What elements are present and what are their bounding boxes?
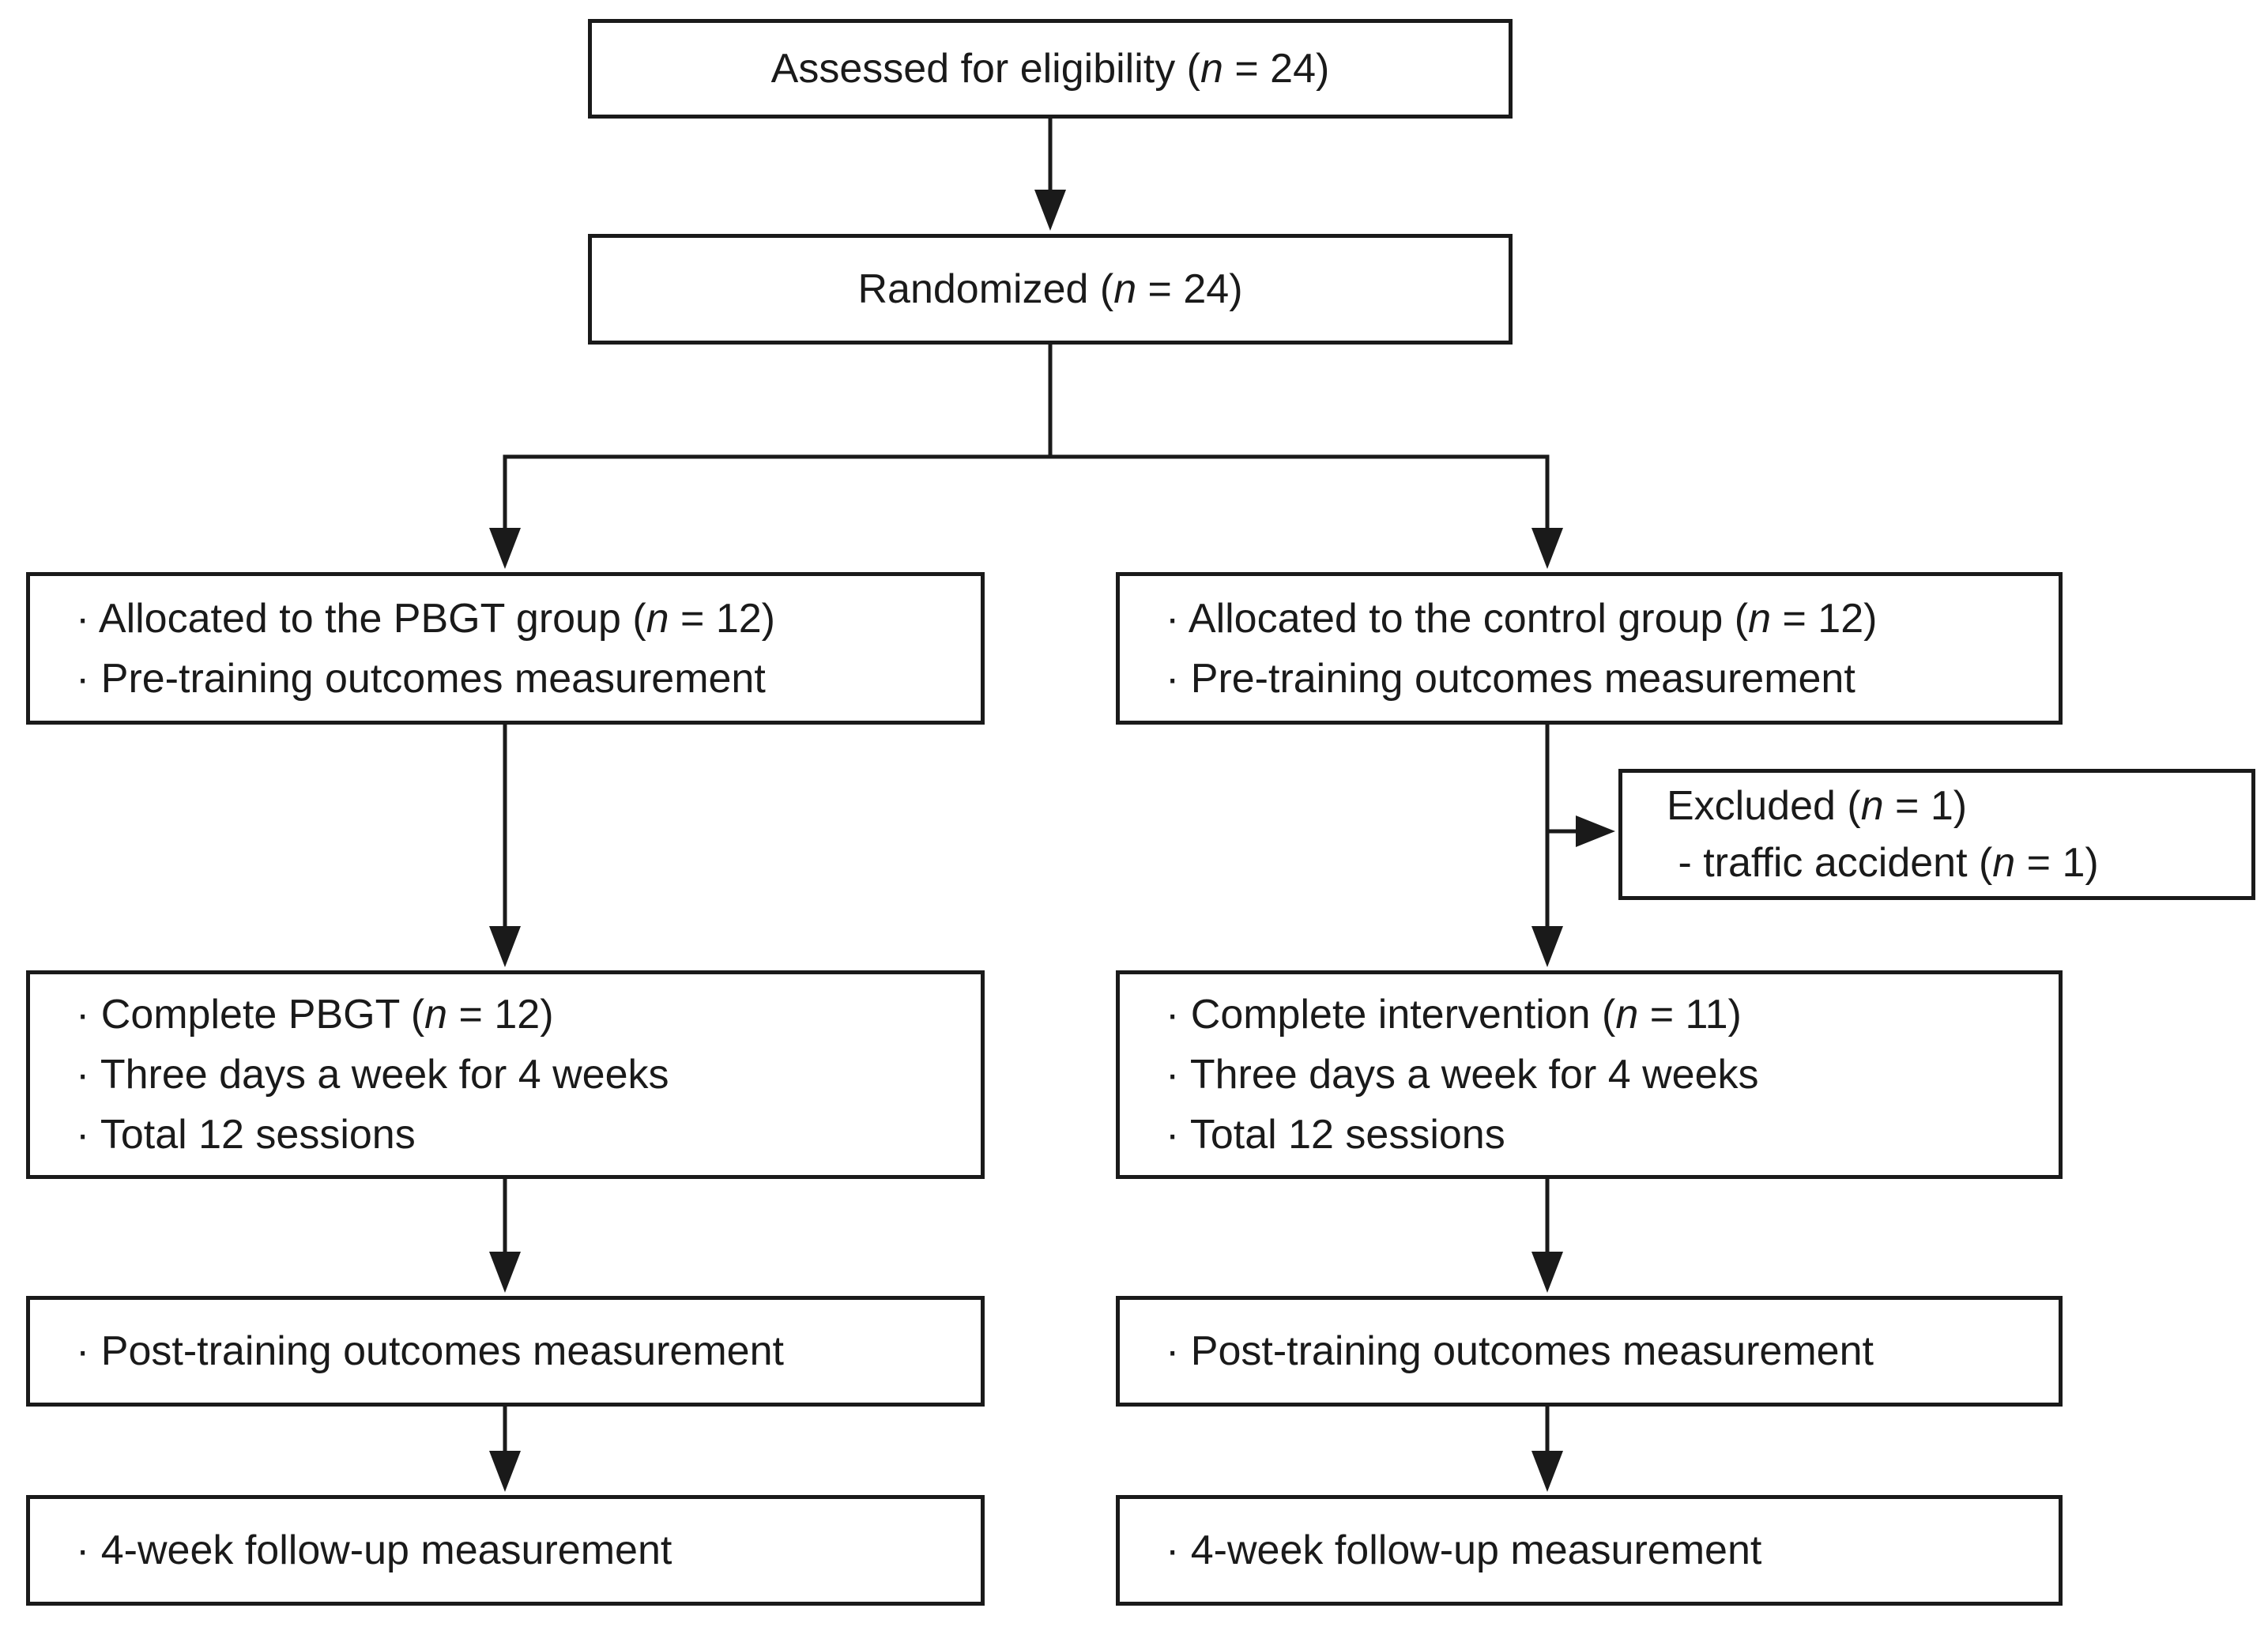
text-line: · Total 12 sessions [76,1112,416,1158]
text-line: · Complete PBGT (n = 12) [76,992,554,1038]
arrowhead-icon [1531,1252,1563,1293]
text-line: · Allocated to the PBGT group (n = 12) [76,595,775,642]
box-post-training-pbgt: · Post-training outcomes measurement [26,1296,985,1407]
box-complete-intervention: · Complete intervention (n = 11) · Three… [1116,970,2063,1179]
arrow-post-to-followup-control [1531,1404,1563,1492]
box-post-training-control: · Post-training outcomes measurement [1116,1296,2063,1407]
text-line: · 4-week follow-up measurement [76,1527,672,1573]
arrowhead-icon [489,528,521,569]
box-allocated-control-group: · Allocated to the control group (n = 12… [1116,572,2063,725]
box-excluded: Excluded (n = 1) - traffic accident (n =… [1618,769,2255,900]
text-line: - traffic accident (n = 1) [1667,840,2099,886]
arrow-alloc-to-complete-control [1531,722,1563,967]
text-line: · Three days a week for 4 weeks [1166,1052,1759,1098]
box-allocated-pbgt-group: · Allocated to the PBGT group (n = 12) ·… [26,572,985,725]
arrow-complete-to-post-control [1531,1177,1563,1293]
arrowhead-icon [1531,528,1563,569]
text-line: Excluded (n = 1) [1667,783,1968,829]
text-line: · Total 12 sessions [1166,1112,1505,1158]
text-line: · Three days a week for 4 weeks [76,1052,669,1098]
text-line: · Allocated to the control group (n = 12… [1166,595,1878,642]
arrow-alloc-to-complete-pbgt [489,722,521,967]
box-followup-control: · 4-week follow-up measurement [1116,1495,2063,1606]
arrowhead-icon [489,1451,521,1492]
arrow-randomized-branch [489,342,1563,569]
text-line: · Complete intervention (n = 11) [1166,992,1742,1038]
arrow-post-to-followup-pbgt [489,1404,521,1492]
text-line: · Pre-training outcomes measurement [1166,655,1855,702]
text-line: · Post-training outcomes measurement [76,1328,784,1374]
arrowhead-icon [1576,815,1615,847]
box-randomized: Randomized (n = 24) [588,234,1513,345]
arrow-assessed-to-randomized [1034,116,1066,231]
arrowhead-icon [1531,1451,1563,1492]
arrow-to-excluded [1545,815,1615,847]
arrow-complete-to-post-pbgt [489,1177,521,1293]
box-followup-pbgt: · 4-week follow-up measurement [26,1495,985,1606]
text-line: · Post-training outcomes measurement [1166,1328,1874,1374]
text-line: Assessed for eligibility (n = 24) [770,46,1330,92]
text-line: Randomized (n = 24) [857,266,1243,312]
arrowhead-icon [1531,926,1563,967]
arrowhead-icon [489,926,521,967]
text-line: · Pre-training outcomes measurement [76,655,766,702]
box-complete-pbgt: · Complete PBGT (n = 12) · Three days a … [26,970,985,1179]
arrowhead-icon [489,1252,521,1293]
text-line: · 4-week follow-up measurement [1166,1527,1762,1573]
box-assessed-eligibility: Assessed for eligibility (n = 24) [588,19,1513,119]
arrowhead-icon [1034,190,1066,231]
